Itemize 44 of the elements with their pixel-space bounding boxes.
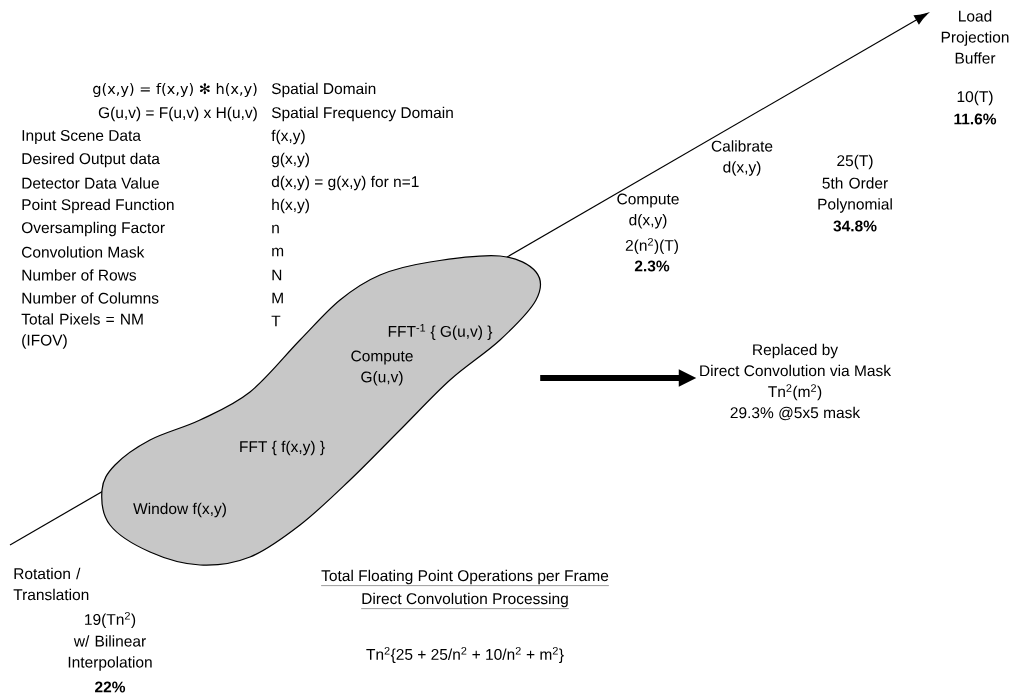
heading-text: Total Floating Point Operations per Frame bbox=[320, 569, 610, 586]
symbol-text: f(x,y) bbox=[271, 129, 305, 145]
process-label: FFT$^{-1}$ { G(u,v) } bbox=[388, 324, 493, 340]
term-text: Input Scene Data bbox=[22, 130, 141, 144]
percent-text: 11.6% bbox=[954, 113, 997, 125]
percent-text: 34.8% bbox=[833, 220, 877, 232]
cost-text: 2(n$^{2}$)(T) bbox=[625, 238, 678, 254]
replacement-note: Replaced by Direct Convolution via Mask Tn$^{2}$(m$^{2}$) 29.3% @5x5 mask bbox=[700, 343, 892, 421]
term-text: Convolution Mask bbox=[22, 246, 145, 258]
step-label: Compute d(x,y) bbox=[617, 193, 679, 229]
term-text: Number of Rows bbox=[22, 269, 137, 281]
heading-text: Direct Convolution Processing bbox=[361, 592, 570, 609]
percent-text: 22% bbox=[95, 681, 126, 693]
symbol-text: Spatial Domain bbox=[271, 82, 376, 98]
term-text: Point Spread Function bbox=[22, 198, 174, 214]
symbol-text: m bbox=[272, 247, 284, 257]
equation-text: g(x,y) = f(x,y) ✻ h(x,y) bbox=[93, 82, 257, 97]
cost-text: 10(T) bbox=[957, 90, 993, 106]
formula-text: Tn$^{2}${25 + 25/n$^{2}$ + 10/n$^{2}$ + m$^{2}$} bbox=[366, 647, 564, 663]
process-label: Window f(x,y) bbox=[133, 502, 226, 518]
note-text: w/ Bilinear Interpolation bbox=[68, 635, 152, 671]
cost-text: 19(Tn$^{2}$) bbox=[85, 612, 136, 628]
symbol-text: d(x,y) = g(x,y) for n=1 bbox=[271, 175, 419, 191]
symbol-text: h(x,y) bbox=[272, 198, 309, 214]
term-text: Number of Columns bbox=[22, 292, 159, 304]
step-label: Rotation / Translation bbox=[13, 567, 89, 601]
symbol-text: T bbox=[271, 315, 281, 327]
symbol-text: Spatial Frequency Domain bbox=[271, 106, 453, 122]
term-text: Total Pixels = NM (IFOV) bbox=[21, 313, 143, 349]
note-text: 5th Order Polynomial bbox=[818, 177, 892, 213]
term-text: Oversampling Factor bbox=[21, 221, 165, 237]
term-text: Desired Output data bbox=[22, 152, 160, 168]
symbol-text: n bbox=[272, 224, 279, 234]
symbol-text: g(x,y) bbox=[271, 152, 309, 168]
cost-text: 25(T) bbox=[837, 154, 873, 170]
step-label: Calibrate d(x,y) bbox=[711, 140, 773, 176]
process-label: Compute G(u,v) bbox=[351, 350, 413, 386]
percent-text: 2.3% bbox=[634, 260, 670, 272]
symbol-text: M bbox=[272, 292, 283, 304]
process-label: FFT { f(x,y) } bbox=[240, 440, 325, 456]
term-text: Detector Data Value bbox=[22, 177, 159, 189]
step-label: Load Projection Buffer bbox=[941, 10, 1009, 64]
equation-text: G(u,v) = F(u,v) x H(u,v) bbox=[98, 106, 257, 122]
symbol-text: N bbox=[272, 269, 282, 281]
